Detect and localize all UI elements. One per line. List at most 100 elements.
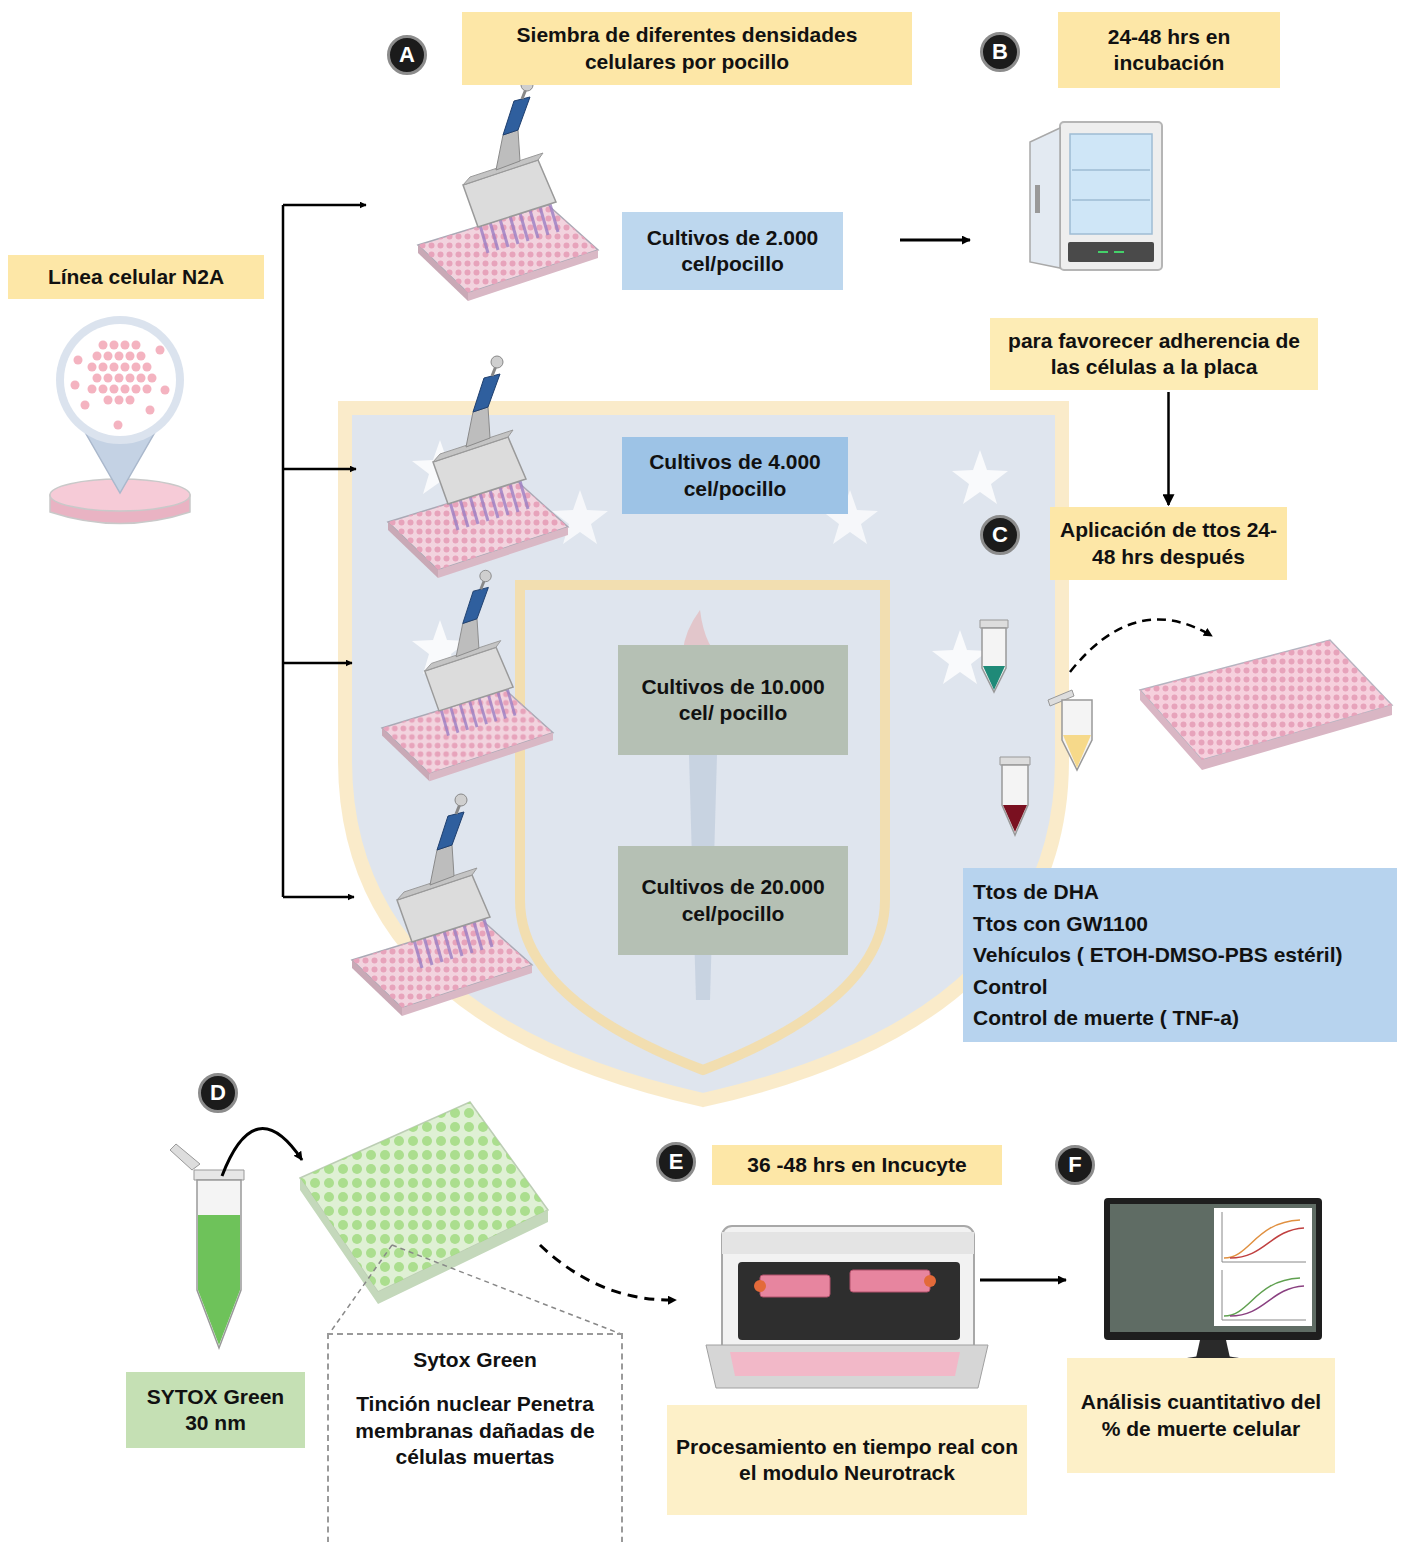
- cell-dot: [104, 374, 113, 383]
- treatment-list: Ttos de DHATtos con GW1100Vehículos ( ET…: [963, 868, 1397, 1042]
- pipette-plate: [382, 570, 553, 781]
- tube-cap: [170, 1144, 200, 1170]
- cell-dot: [110, 341, 119, 350]
- stained-plate-wells: [300, 1102, 548, 1292]
- cell-dot: [143, 363, 152, 372]
- bracket-arrow: [283, 662, 352, 665]
- flask: [760, 1275, 830, 1297]
- cell-dot: [88, 385, 97, 394]
- tray-plate: [730, 1352, 960, 1376]
- cell-dot: [132, 341, 141, 350]
- pipette-plate: [352, 794, 532, 1016]
- pipette-plate: [388, 356, 568, 578]
- cell-dot: [99, 341, 108, 350]
- label-text: Cultivos de 4.000 cel/pocillo: [630, 449, 840, 502]
- incucyte-top: [722, 1232, 974, 1254]
- chart-axes: [1222, 1212, 1306, 1320]
- tube-cap: [980, 620, 1008, 628]
- cell-dot: [110, 385, 119, 394]
- label-text: para favorecer adherencia de las células…: [998, 328, 1310, 381]
- callout-circle: F: [1055, 1145, 1095, 1185]
- label-text: A: [399, 44, 415, 66]
- label-text: Control de muerte ( TNF-a): [973, 1002, 1239, 1034]
- watermark-inner: [520, 585, 885, 1070]
- cell-dot: [137, 352, 146, 361]
- flask: [850, 1270, 930, 1292]
- note-box: para favorecer adherencia de las células…: [990, 318, 1318, 390]
- watermark-star: [952, 450, 1008, 504]
- cell-dot: [114, 421, 123, 430]
- incucyte-tray: [706, 1345, 988, 1388]
- zoom-note-box: Sytox GreenTinción nuclear Penetra membr…: [327, 1333, 623, 1542]
- callout-circle: A: [387, 35, 427, 75]
- label-text: Cultivos de 20.000 cel/pocillo: [626, 874, 840, 927]
- flask-cap: [924, 1275, 936, 1287]
- label-text: 36 -48 hrs en Incucyte: [747, 1152, 966, 1178]
- cell-dot: [161, 386, 170, 395]
- cell-dot: [121, 385, 130, 394]
- chart-curve: [1224, 1278, 1300, 1316]
- zoom-circle: [64, 324, 176, 436]
- tube-cap: [1000, 757, 1030, 765]
- cell-dot: [121, 363, 130, 372]
- process-box: Procesamiento en tiempo real con el modu…: [667, 1405, 1027, 1515]
- label-text: Cultivos de 10.000 cel/ pocillo: [626, 674, 840, 727]
- label-text: Análisis cuantitativo del % de muerte ce…: [1075, 1389, 1327, 1442]
- label-text: Control: [973, 971, 1048, 1003]
- cell-dot: [115, 352, 124, 361]
- cell-dot: [137, 374, 146, 383]
- step-box: Aplicación de ttos 24-48 hrs después: [1050, 507, 1287, 580]
- incubator-shelf: [1072, 170, 1150, 200]
- bracket-arrow: [283, 468, 356, 471]
- monitor-stand: [1196, 1340, 1230, 1358]
- callout-circle: B: [980, 32, 1020, 72]
- flask-cap: [754, 1280, 766, 1292]
- monitor-frame: [1104, 1198, 1322, 1340]
- cell-dot: [146, 406, 155, 415]
- dashed-arrow: [540, 1245, 676, 1300]
- cell-dot: [99, 385, 108, 394]
- callout-circle: C: [980, 515, 1020, 555]
- label-text: F: [1068, 1154, 1081, 1176]
- cell-dot: [110, 363, 119, 372]
- label-text: Línea celular N2A: [48, 264, 224, 290]
- flow-connector: [1167, 392, 1170, 505]
- cell-dot: [93, 374, 102, 383]
- well-plate-side: [1140, 690, 1392, 770]
- cell-dot: [126, 352, 135, 361]
- chart-curve: [1224, 1220, 1300, 1258]
- step-box: Siembra de diferentes densidades celular…: [462, 12, 912, 85]
- result-box: Análisis cuantitativo del % de muerte ce…: [1067, 1358, 1335, 1473]
- incucyte-chamber: [738, 1262, 960, 1340]
- incubator-door: [1030, 128, 1060, 268]
- pipette-plate: [418, 79, 598, 301]
- cell-dot: [132, 385, 141, 394]
- tube: [1002, 765, 1028, 835]
- density-box: Cultivos de 2.000 cel/pocillo: [622, 212, 843, 290]
- cell-dot: [126, 396, 135, 405]
- cell-dot: [132, 363, 141, 372]
- stained-plate-side: [300, 1178, 548, 1304]
- label-text: Siembra de diferentes densidades celular…: [470, 22, 904, 75]
- cell-dot: [143, 385, 152, 394]
- cell-dot: [104, 352, 113, 361]
- label-text: Procesamiento en tiempo real con el modu…: [675, 1434, 1019, 1487]
- label-text: C: [992, 524, 1008, 546]
- bracket-line: [282, 205, 285, 897]
- cell-dot: [104, 396, 113, 405]
- zoom-ring: [56, 316, 184, 444]
- tube-liquid: [198, 1215, 240, 1345]
- curved-arrow: [222, 1129, 302, 1176]
- incubator-panel: [1068, 242, 1154, 262]
- cell-dot: [81, 401, 90, 410]
- bracket-arrow: [283, 896, 354, 899]
- label-text: Vehículos ( ETOH-DMSO-PBS estéril): [973, 939, 1343, 971]
- tube: [982, 628, 1006, 692]
- monitor-chart: [1214, 1208, 1312, 1326]
- tube: [197, 1180, 241, 1348]
- incubator-lights: [1098, 251, 1124, 253]
- label-text: Cultivos de 2.000 cel/pocillo: [630, 225, 835, 278]
- callout-circle: D: [198, 1073, 238, 1113]
- bracket-arrow: [283, 204, 366, 207]
- tube-rim: [194, 1170, 244, 1180]
